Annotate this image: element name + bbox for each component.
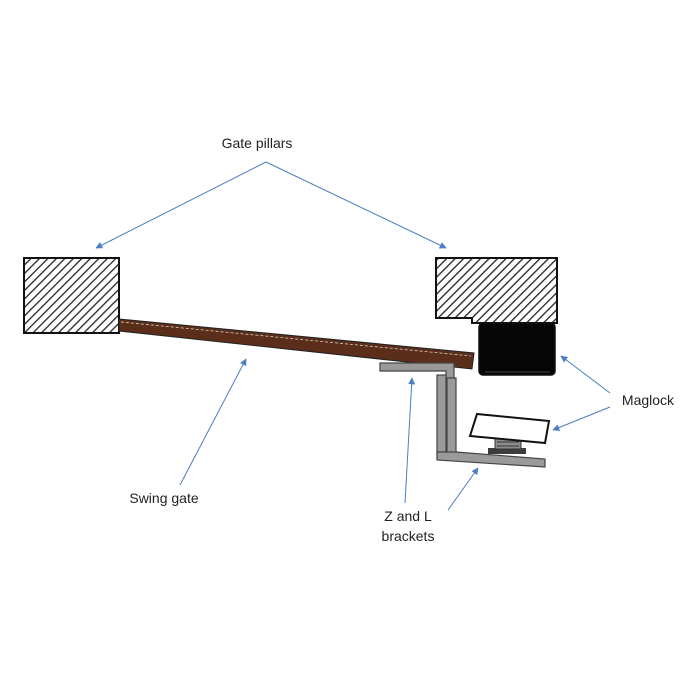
label-maglock: Maglock: [622, 392, 675, 408]
leader-z-bracket: [404, 377, 416, 504]
maglock-body: [478, 322, 556, 376]
bracket-vertical-outer: [446, 377, 457, 455]
right-gate-pillar: [435, 257, 558, 324]
label-swing-gate: Swing gate: [129, 490, 198, 506]
leader-l-bracket: [447, 467, 479, 511]
leader-gate-pillars-right: [265, 161, 447, 249]
left-gate-pillar: [23, 257, 120, 334]
label-gate-pillars: Gate pillars: [222, 135, 293, 151]
leader-gate-pillars-left: [95, 161, 267, 249]
swing-gate: [118, 318, 475, 370]
leader-maglock-body: [560, 355, 611, 394]
label-brackets-line1: Z and L: [384, 508, 432, 524]
bracket-vertical-inner: [436, 374, 447, 459]
leader-swing-gate: [179, 358, 247, 486]
label-brackets-line2: brackets: [382, 528, 435, 544]
l-bracket: [436, 451, 546, 468]
swing-gate-highlight: [120, 321, 472, 357]
maglock-armature-plate: [468, 412, 551, 445]
armature-mount-base: [488, 448, 526, 454]
leader-maglock-plate: [552, 406, 611, 431]
